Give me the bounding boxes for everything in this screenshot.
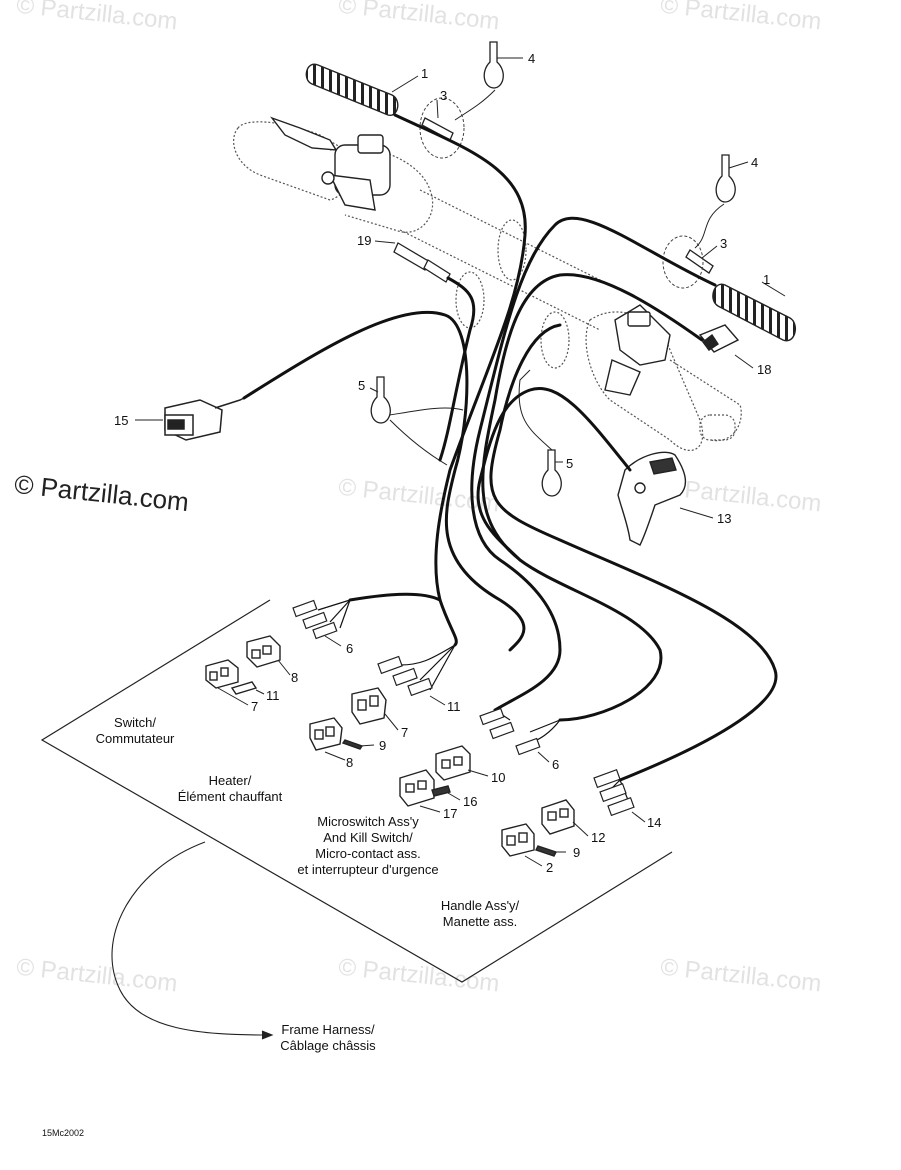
cable-tie (370, 41, 736, 497)
label-switch: Switch/ Commutateur (95, 715, 175, 746)
drawing-code: 15Mc2002 (42, 1128, 85, 1138)
callout-15: 15 (114, 413, 129, 428)
callout-13: 13 (717, 511, 732, 526)
callout-7: 7 (251, 699, 259, 714)
callout-3: 3 (440, 88, 448, 103)
sub-assembly-frame (40, 599, 673, 983)
label-handle: Handle Ass'y/ Manette ass. (440, 898, 520, 929)
callout-3: 3 (720, 236, 728, 251)
callout-1: 1 (763, 272, 771, 287)
callout-8: 8 (291, 670, 299, 685)
left-handlebar-outline (233, 121, 621, 331)
heater-element (421, 117, 714, 274)
callout-4: 4 (528, 51, 536, 66)
kill-switch (698, 324, 740, 353)
heater-switch (164, 397, 245, 441)
callout-7: 7 (401, 725, 409, 740)
callout-17: 17 (443, 806, 458, 821)
label-microswitch: Microswitch Ass'y And Kill Switch/ Micro… (297, 814, 439, 877)
left-grip (305, 63, 399, 116)
callout-11: 11 (447, 699, 461, 714)
callout-16: 16 (463, 794, 478, 809)
callout-1: 1 (421, 66, 429, 81)
callout-5: 5 (566, 456, 574, 471)
label-heater: Heater/ Élément chauffant (177, 773, 283, 804)
callout-6: 6 (346, 641, 354, 656)
connector-housing (205, 635, 575, 857)
left-switch-housing (270, 116, 391, 211)
callout-18: 18 (757, 362, 772, 377)
callout-9: 9 (573, 845, 581, 860)
label-frame-harness: Frame Harness/ Câblage châssis (280, 1022, 376, 1053)
callout-14: 14 (647, 815, 662, 830)
handle-assembly (617, 451, 687, 546)
leader-lines (135, 57, 786, 867)
callout-2: 2 (546, 860, 554, 875)
callout-11: 11 (266, 688, 280, 703)
callout-8: 8 (346, 755, 354, 770)
callout-6: 6 (552, 757, 560, 772)
callout-9: 9 (379, 738, 387, 753)
wire-harness (242, 113, 778, 782)
right-grip (712, 283, 797, 342)
right-throttle-housing (604, 304, 671, 396)
callout-19: 19 (357, 233, 372, 248)
callout-10: 10 (491, 770, 506, 785)
terminal (292, 599, 635, 817)
callout-12: 12 (591, 830, 606, 845)
callout-5: 5 (358, 378, 366, 393)
callout-4: 4 (751, 155, 759, 170)
heater-plug (393, 242, 451, 283)
frame-harness-arrow (111, 841, 274, 1040)
